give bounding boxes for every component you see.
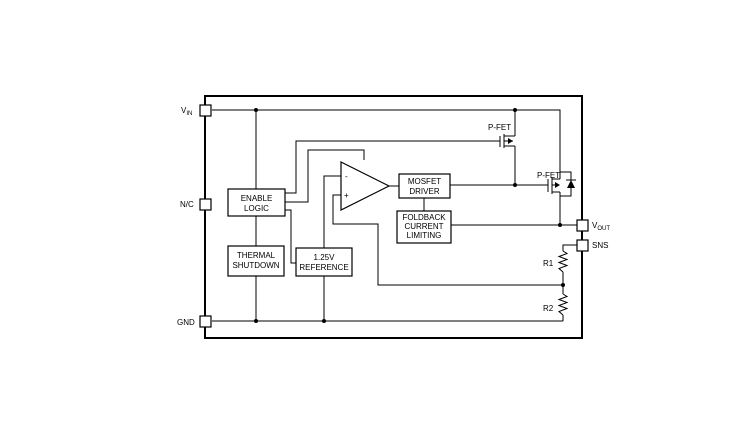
vout-pin (576, 219, 589, 232)
nc-pin (199, 198, 212, 211)
junction-dot (561, 283, 565, 287)
thermal-shutdown-block (227, 245, 285, 277)
junction-dot (254, 108, 258, 112)
vin-pin (199, 104, 212, 117)
pfet1-label: P-FET (488, 123, 511, 132)
foldback-label-line1: FOLDBACK (402, 213, 446, 222)
vout-pin-label: VOUT (592, 221, 610, 232)
reference-label-line1: 1.25V (314, 253, 336, 262)
pfet1-transistor (499, 134, 515, 148)
junction-dot (254, 319, 258, 323)
gnd-pin (199, 315, 212, 328)
sns-pin-label: SNS (592, 241, 608, 250)
junction-dot (558, 223, 562, 227)
vin-pin-label: VIN (181, 106, 192, 117)
enable-logic-label-line1: ENABLE (241, 194, 273, 203)
vin-rail (212, 109, 561, 168)
ref-to-amp-minus (323, 175, 341, 248)
reference-block (295, 247, 353, 277)
foldback-label-line2: CURRENT (404, 222, 443, 231)
amp-minus-label: - (345, 172, 348, 181)
error-amplifier (340, 161, 391, 211)
logic-to-ref-wire (285, 209, 296, 264)
junction-dot (322, 319, 326, 323)
enable-logic-block (227, 188, 286, 217)
thermal-shutdown-label-line1: THERMAL (237, 251, 276, 260)
junction-dot (513, 183, 517, 187)
ic-package-outline (204, 95, 583, 339)
mosfet-driver-block (398, 173, 451, 199)
foldback-label-line3: LIMITING (407, 231, 442, 240)
nc-pin-label: N/C (180, 200, 194, 209)
gnd-pin-label: GND (177, 318, 195, 327)
mosfet-driver-label-line2: DRIVER (409, 187, 439, 196)
foldback-current-limiting-block (396, 210, 452, 244)
junction-dot (513, 108, 517, 112)
r2-label: R2 (543, 304, 554, 313)
feedback-to-amp-plus (332, 194, 563, 286)
logic-to-pfet1-gate (285, 140, 500, 194)
reference-label-line2: REFERENCE (299, 263, 348, 272)
amp-plus-label: + (344, 191, 349, 200)
pfet2-transistor (547, 168, 576, 200)
r2-resistor (557, 293, 569, 316)
thermal-shutdown-label-line2: SHUTDOWN (232, 261, 279, 270)
r1-resistor (557, 250, 569, 273)
logic-to-amp-wire (285, 149, 365, 203)
pfet2-label: P-FET (537, 171, 560, 180)
sns-pin (576, 239, 589, 252)
sns-to-r1-wire (562, 244, 578, 251)
mosfet-driver-label-line1: MOSFET (408, 177, 441, 186)
enable-logic-label-line2: LOGIC (244, 204, 269, 213)
r1-label: R1 (543, 259, 554, 268)
